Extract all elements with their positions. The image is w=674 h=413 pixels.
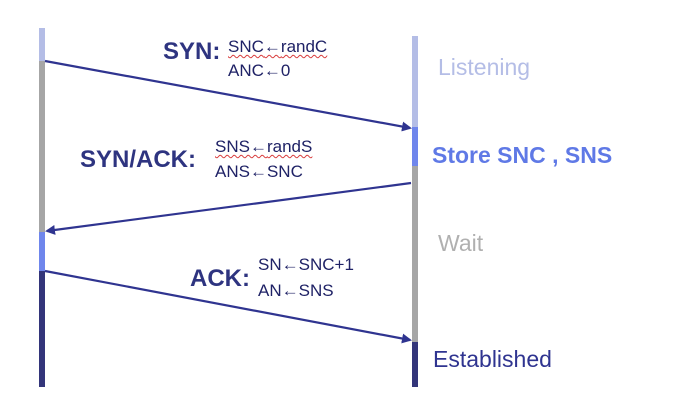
ack-label: ACK: bbox=[190, 267, 250, 291]
synack-field-line1: SNS←randS bbox=[215, 138, 312, 155]
syn-field-line2: ANC←0 bbox=[228, 62, 290, 79]
server-timeline-segment-established bbox=[412, 342, 418, 387]
syn-field-line1: SNC←randC bbox=[228, 38, 327, 55]
syn-line1-val: randC bbox=[280, 37, 328, 56]
server-timeline-segment-listening bbox=[412, 36, 418, 127]
ack-field-line1: SN←SNC+1 bbox=[258, 256, 354, 273]
synack-line2-arrow: ← bbox=[249, 162, 267, 181]
client-timeline-segment-synack-received bbox=[39, 232, 45, 271]
syn-line1-arrow: ← bbox=[263, 37, 281, 56]
synack-label: SYN/ACK: bbox=[80, 148, 196, 172]
state-wait: Wait bbox=[438, 230, 484, 256]
syn-name: SYN bbox=[163, 38, 213, 65]
server-timeline-segment-store bbox=[412, 127, 418, 166]
synack-line1-val: randS bbox=[266, 137, 313, 156]
synack-line1-arrow: ← bbox=[249, 137, 267, 156]
state-listening: Listening bbox=[438, 54, 531, 80]
ack-line2-val: SNS bbox=[298, 281, 334, 300]
syn-arrow bbox=[44, 59, 412, 132]
syn-line2-arrow: ← bbox=[263, 61, 281, 80]
ack-line1-var: SN bbox=[258, 255, 282, 274]
state-established: Established bbox=[433, 346, 552, 372]
ack-colon: : bbox=[242, 265, 250, 292]
state-store: Store SNC , SNS bbox=[432, 142, 613, 168]
client-timeline-segment-waiting bbox=[39, 61, 45, 232]
ack-name: ACK bbox=[190, 265, 242, 292]
ack-line2-arrow: ← bbox=[281, 281, 299, 300]
client-timeline-segment-initial bbox=[39, 28, 45, 61]
synack-name: SYN/ACK bbox=[80, 146, 189, 173]
synack-line1-var: SNS bbox=[215, 137, 250, 156]
synack-colon: : bbox=[188, 146, 197, 173]
ack-line1-arrow: ← bbox=[281, 255, 299, 274]
ack-line2-var: AN bbox=[258, 281, 282, 300]
synack-field-line2: ANS←SNC bbox=[215, 163, 303, 180]
syn-line1-var: SNC bbox=[228, 37, 264, 56]
client-timeline-segment-established bbox=[39, 271, 45, 387]
syn-colon: : bbox=[212, 38, 221, 65]
syn-line2-var: ANC bbox=[228, 61, 264, 80]
synack-line2-val: SNC bbox=[266, 162, 303, 181]
ack-field-line2: AN←SNS bbox=[258, 282, 334, 299]
synack-arrow bbox=[45, 181, 412, 235]
syn-line2-val: 0 bbox=[280, 61, 291, 80]
ack-line1-val: SNC+1 bbox=[298, 255, 354, 274]
syn-label: SYN: bbox=[163, 40, 220, 64]
server-timeline-segment-wait bbox=[412, 166, 418, 342]
synack-line2-var: ANS bbox=[215, 162, 250, 181]
ack-arrow bbox=[44, 269, 412, 344]
